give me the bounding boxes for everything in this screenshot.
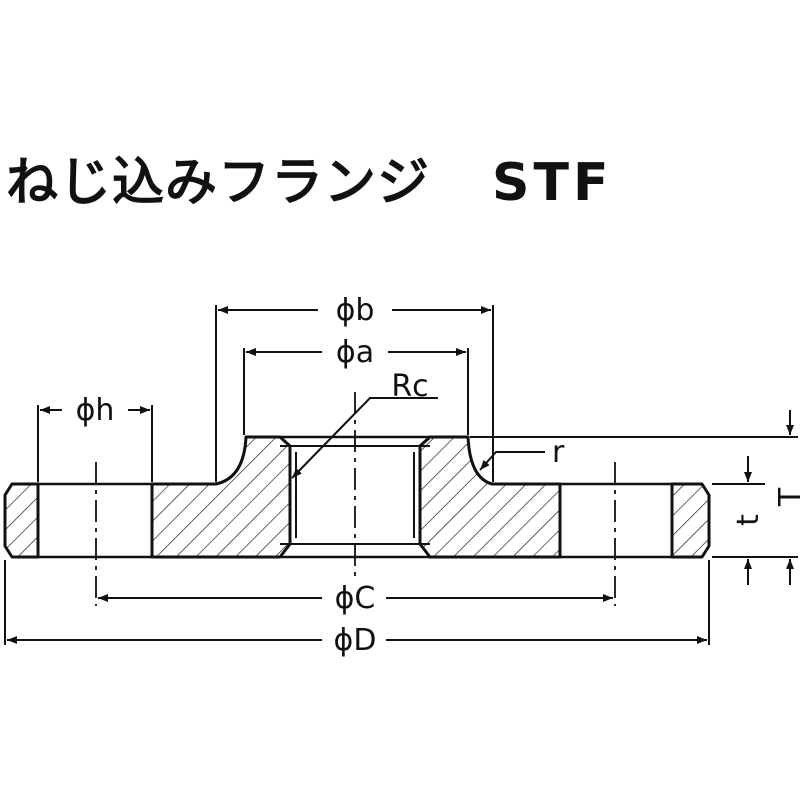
label-t-large: T [773,487,800,507]
label-phi-a: ϕa [336,335,374,370]
label-phi-h: ϕh [76,393,115,428]
left-flange-section [3,482,40,559]
drawing-title: ねじ込みフランジ STF [6,140,612,215]
title-name: ねじ込みフランジ [6,153,431,213]
dimension-labels: ϕb ϕa ϕh Rc r ϕC ϕD t T [76,293,800,658]
dimension-lines [7,306,794,644]
bolt-holes [38,482,672,559]
label-phi-d: ϕD [334,623,377,658]
hatched-sections [3,435,711,559]
label-phi-c: ϕC [335,581,376,616]
left-hub-section [150,435,292,559]
extension-lines [4,305,798,645]
label-phi-b: ϕb [336,293,375,328]
center-lines [95,392,616,606]
label-t-small: t [731,514,766,526]
right-hub-section [418,435,562,559]
label-r: r [552,435,565,470]
title-code: STF [492,153,613,213]
right-flange-section [670,482,711,559]
label-rc: Rc [391,369,428,404]
